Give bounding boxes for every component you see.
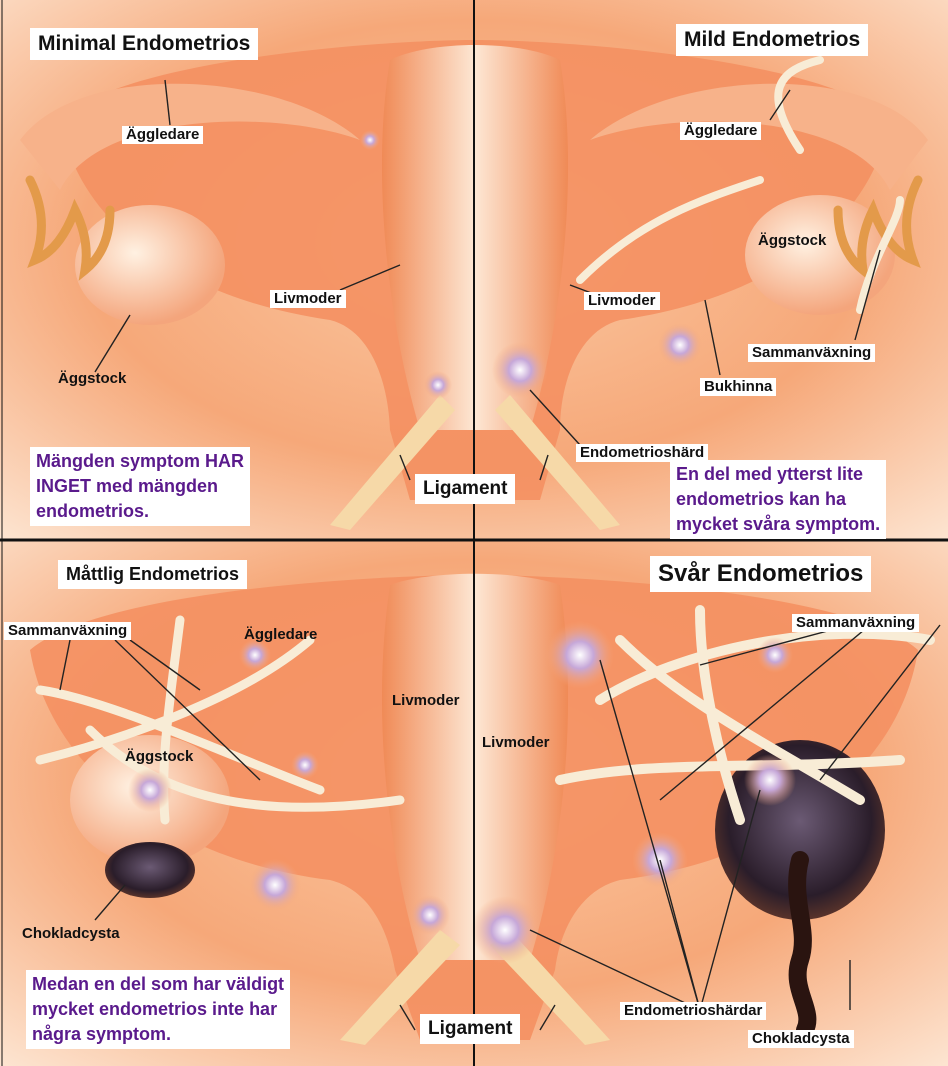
note-line: Medan en del som har väldigt [32, 972, 284, 997]
label-aggstock: Äggstock [758, 232, 826, 250]
label-sammanvaxning: Sammanväxning [748, 344, 875, 362]
note-line: mycket endometrios inte har [32, 997, 284, 1022]
label-aggstock: Äggstock [58, 370, 126, 388]
label-endometrioshardar: Endometrioshärdar [620, 1002, 766, 1020]
label-livmoder: Livmoder [482, 734, 550, 752]
label-livmoder: Livmoder [584, 292, 660, 310]
note-line: En del med ytterst lite [676, 462, 880, 487]
label-bukhinna: Bukhinna [700, 378, 776, 396]
title-mattlig-endometrios: Måttlig Endometrios [58, 560, 247, 589]
label-chokladcysta: Chokladcysta [748, 1030, 854, 1048]
note-mild: En del med ytterst lite endometrios kan … [670, 460, 886, 539]
label-sammanvaxning: Sammanväxning [792, 614, 919, 632]
label-ligament-bottom: Ligament [420, 1014, 520, 1044]
label-livmoder: Livmoder [270, 290, 346, 308]
label-aggledare: Äggledare [244, 626, 317, 644]
title-svar-endometrios: Svår Endometrios [650, 556, 871, 592]
note-line: endometrios. [36, 499, 244, 524]
title-minimal-endometrios: Minimal Endometrios [30, 28, 258, 60]
label-aggledare: Äggledare [122, 126, 203, 144]
label-livmoder: Livmoder [392, 692, 460, 710]
label-ligament-top: Ligament [415, 474, 515, 504]
note-mattlig: Medan en del som har väldigt mycket endo… [26, 970, 290, 1049]
note-line: Mängden symptom HAR [36, 449, 244, 474]
label-aggledare: Äggledare [680, 122, 761, 140]
note-minimal: Mängden symptom HAR INGET med mängden en… [30, 447, 250, 526]
note-line: INGET med mängden [36, 474, 244, 499]
note-line: endometrios kan ha [676, 487, 880, 512]
label-chokladcysta: Chokladcysta [22, 925, 120, 943]
title-mild-endometrios: Mild Endometrios [676, 24, 868, 56]
note-line: några symptom. [32, 1022, 284, 1047]
label-aggstock: Äggstock [125, 748, 193, 766]
note-line: mycket svåra symptom. [676, 512, 880, 537]
label-sammanvaxning: Sammanväxning [4, 622, 131, 640]
